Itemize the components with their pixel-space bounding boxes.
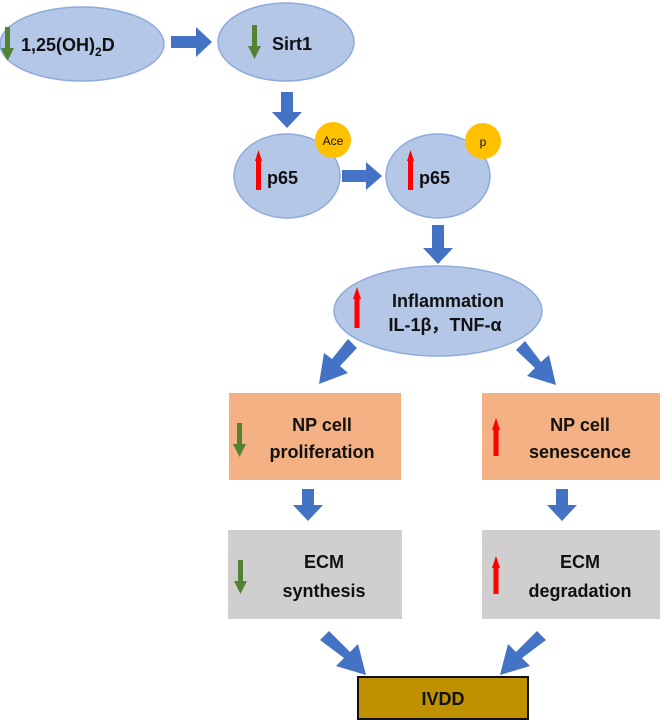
box-np-senescence: [482, 393, 660, 480]
np-proliferation-line2: proliferation: [269, 442, 374, 462]
np-senescence-line2: senescence: [529, 442, 631, 462]
node-np-proliferation: NP cell proliferation: [229, 393, 401, 480]
ellipse-sirt1: [217, 2, 355, 82]
arrow-senes-to-ecm: [547, 489, 577, 521]
p65-p-label: p65: [419, 168, 450, 188]
p65-ace-label: p65: [267, 168, 298, 188]
ecm-synthesis-line1: ECM: [304, 552, 344, 572]
node-ecm-synthesis: ECM synthesis: [228, 530, 402, 619]
sirt1-label: Sirt1: [272, 34, 312, 54]
node-p65-phosphorylated: p65 p: [385, 123, 501, 219]
ecm-synthesis-line2: synthesis: [282, 581, 365, 601]
np-senescence-line1: NP cell: [550, 415, 610, 435]
ellipse-p65-ace: [233, 133, 341, 219]
up-arrow-icon: [407, 150, 414, 190]
ecm-degradation-line2: degradation: [528, 581, 631, 601]
phospho-badge-label: p: [480, 135, 487, 149]
arrow-p65-to-p65: [342, 162, 382, 190]
phospho-badge: [465, 123, 501, 159]
arrow-prolif-to-ecm: [293, 489, 323, 521]
box-ecm-synthesis: [228, 530, 402, 619]
up-arrow-icon: [492, 418, 500, 456]
ellipse-inflammation: [333, 265, 543, 357]
ivdd-label: IVDD: [421, 689, 464, 709]
arrow-degr-to-ivdd: [500, 631, 546, 675]
down-arrow-icon: [233, 423, 246, 457]
arrow-vitd-to-sirt1: [171, 27, 212, 57]
inflammation-line2: IL-1β，TNF-α: [388, 315, 501, 335]
arrow-sirt1-to-p65: [272, 92, 302, 128]
down-arrow-icon: [248, 25, 261, 59]
node-sirt1: Sirt1: [217, 2, 355, 82]
flow-arrows: [171, 27, 577, 675]
node-ecm-degradation: ECM degradation: [482, 530, 660, 619]
down-arrow-icon: [1, 27, 14, 61]
node-ivdd: IVDD: [357, 676, 529, 720]
arrow-p65-to-inflammation: [423, 225, 453, 264]
node-vitamin-d: 1,25(OH)2D: [0, 6, 165, 82]
arrow-inflammation-to-prolif: [319, 339, 357, 384]
node-np-senescence: NP cell senescence: [482, 393, 660, 480]
acetyl-badge: [315, 122, 351, 158]
ellipse-vitamin-d: [0, 6, 165, 82]
up-arrow-icon: [255, 150, 262, 190]
ecm-degradation-line1: ECM: [560, 552, 600, 572]
box-ivdd: [357, 676, 529, 720]
up-arrow-icon: [492, 556, 500, 594]
vitamin-d-label: 1,25(OH)2D: [21, 35, 115, 59]
np-proliferation-line1: NP cell: [292, 415, 352, 435]
up-arrow-icon: [353, 287, 361, 328]
acetyl-badge-label: Ace: [323, 134, 344, 148]
down-arrow-icon: [234, 560, 247, 594]
inflammation-line1: Inflammation: [392, 291, 504, 311]
node-inflammation: Inflammation IL-1β，TNF-α: [333, 265, 543, 357]
node-p65-acetylated: p65 Ace: [233, 122, 351, 219]
arrow-inflammation-to-senes: [516, 341, 556, 385]
arrow-synth-to-ivdd: [320, 631, 366, 675]
box-np-proliferation: [229, 393, 401, 480]
box-ecm-degradation: [482, 530, 660, 619]
